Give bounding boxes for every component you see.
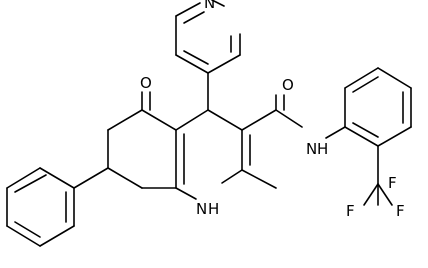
phenyl-ring (6, 167, 109, 247)
amide-n-label: N (306, 140, 317, 158)
trifluoromethylphenyl-ring (344, 67, 412, 206)
pyridine-n-label: N (204, 0, 215, 12)
amide-h-label: H (317, 140, 328, 158)
fluorine-left-label: F (346, 202, 355, 220)
fluorine-right-label: F (396, 202, 405, 220)
pyridine-ring (175, 0, 241, 74)
ring-n-label: N (196, 200, 207, 218)
quinolinone-core (107, 72, 277, 200)
carboxamide-group (241, 94, 346, 139)
amide-oxygen-label: O (282, 76, 294, 94)
carbonyl-oxygen-label: O (140, 74, 152, 92)
fluorine-top-label: F (388, 174, 397, 192)
ring-h-label: H (208, 200, 219, 218)
